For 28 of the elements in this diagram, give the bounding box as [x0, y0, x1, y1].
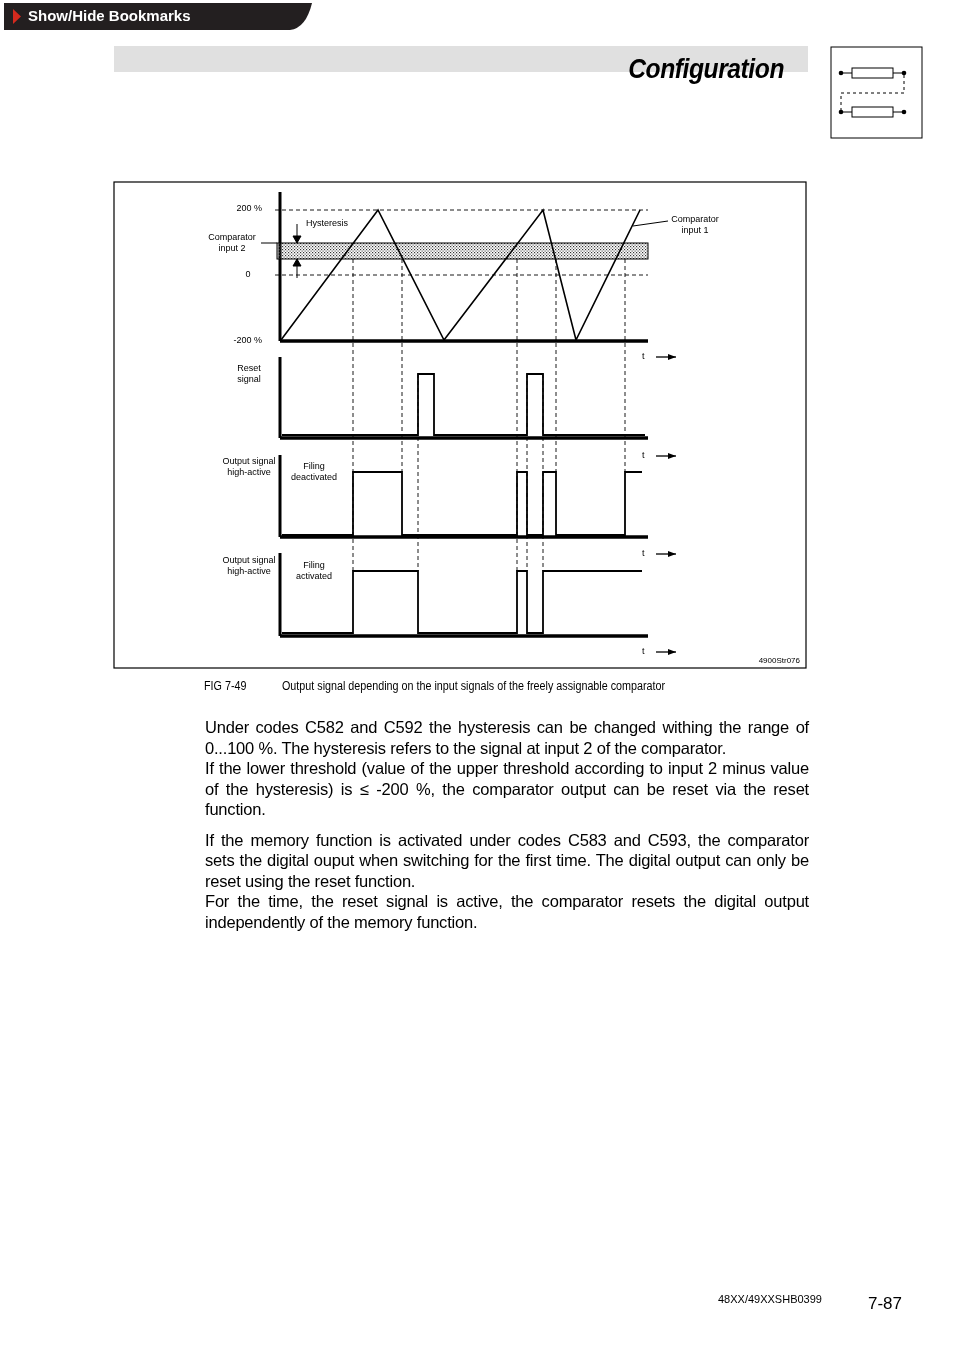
figure-caption: Output signal depending on the input signals of the freely assignable comparator — [282, 679, 666, 694]
axis-label: 0 — [244, 269, 252, 280]
time-label: t — [642, 450, 645, 461]
mode-label: Filing activated — [295, 560, 333, 582]
page-number: 7-87 — [868, 1294, 903, 1315]
signal-label: Output signal high-active — [222, 456, 276, 478]
signal-label: Output signal high-active — [222, 555, 276, 577]
body-paragraph: For the time, the reset signal is active, the comparator resets the digital output independently of the memory function. — [205, 891, 809, 932]
time-label: t — [642, 646, 645, 657]
time-label: t — [642, 548, 645, 559]
figure-number: FIG 7-49 — [204, 679, 247, 694]
time-label: t — [642, 351, 645, 362]
body-paragraph: If the lower threshold (value of the upper threshold according to input 2 minus value of the hysteresis) is ≤ -200 %, the comparator output can be reset via the reset function. — [205, 758, 809, 820]
axis-label: 200 % — [235, 203, 262, 214]
signal-label: Comparator input 1 — [670, 214, 720, 236]
leader-line — [260, 242, 278, 244]
axis-label: -200 % — [232, 335, 262, 346]
page-title: Configuration — [627, 52, 784, 86]
document-code: 48XX/49XXSHB0399 — [718, 1293, 822, 1307]
figure-code: 4900Str076 — [757, 656, 800, 666]
mode-label: Filing deactivated — [289, 461, 338, 483]
hysteresis-label: Hysteresis — [306, 218, 348, 229]
leader-line — [632, 220, 669, 227]
body-paragraph: If the memory function is activated under codes C583 and C593, the comparator sets the digital ouput when switching for the first time. The digital output can only be reset using the reset function. — [205, 829, 809, 891]
signal-label: Reset signal — [236, 363, 262, 385]
bookmarks-link: Show/Hide Bookmarks — [28, 7, 191, 25]
signal-label: Comparator input 2 — [204, 232, 260, 254]
body-paragraph: Under codes C582 and C592 the hysteresis can be changed withing the range of 0...100 %. The hysteresis refers to the signal at input 2 of the comparator. — [205, 717, 809, 758]
